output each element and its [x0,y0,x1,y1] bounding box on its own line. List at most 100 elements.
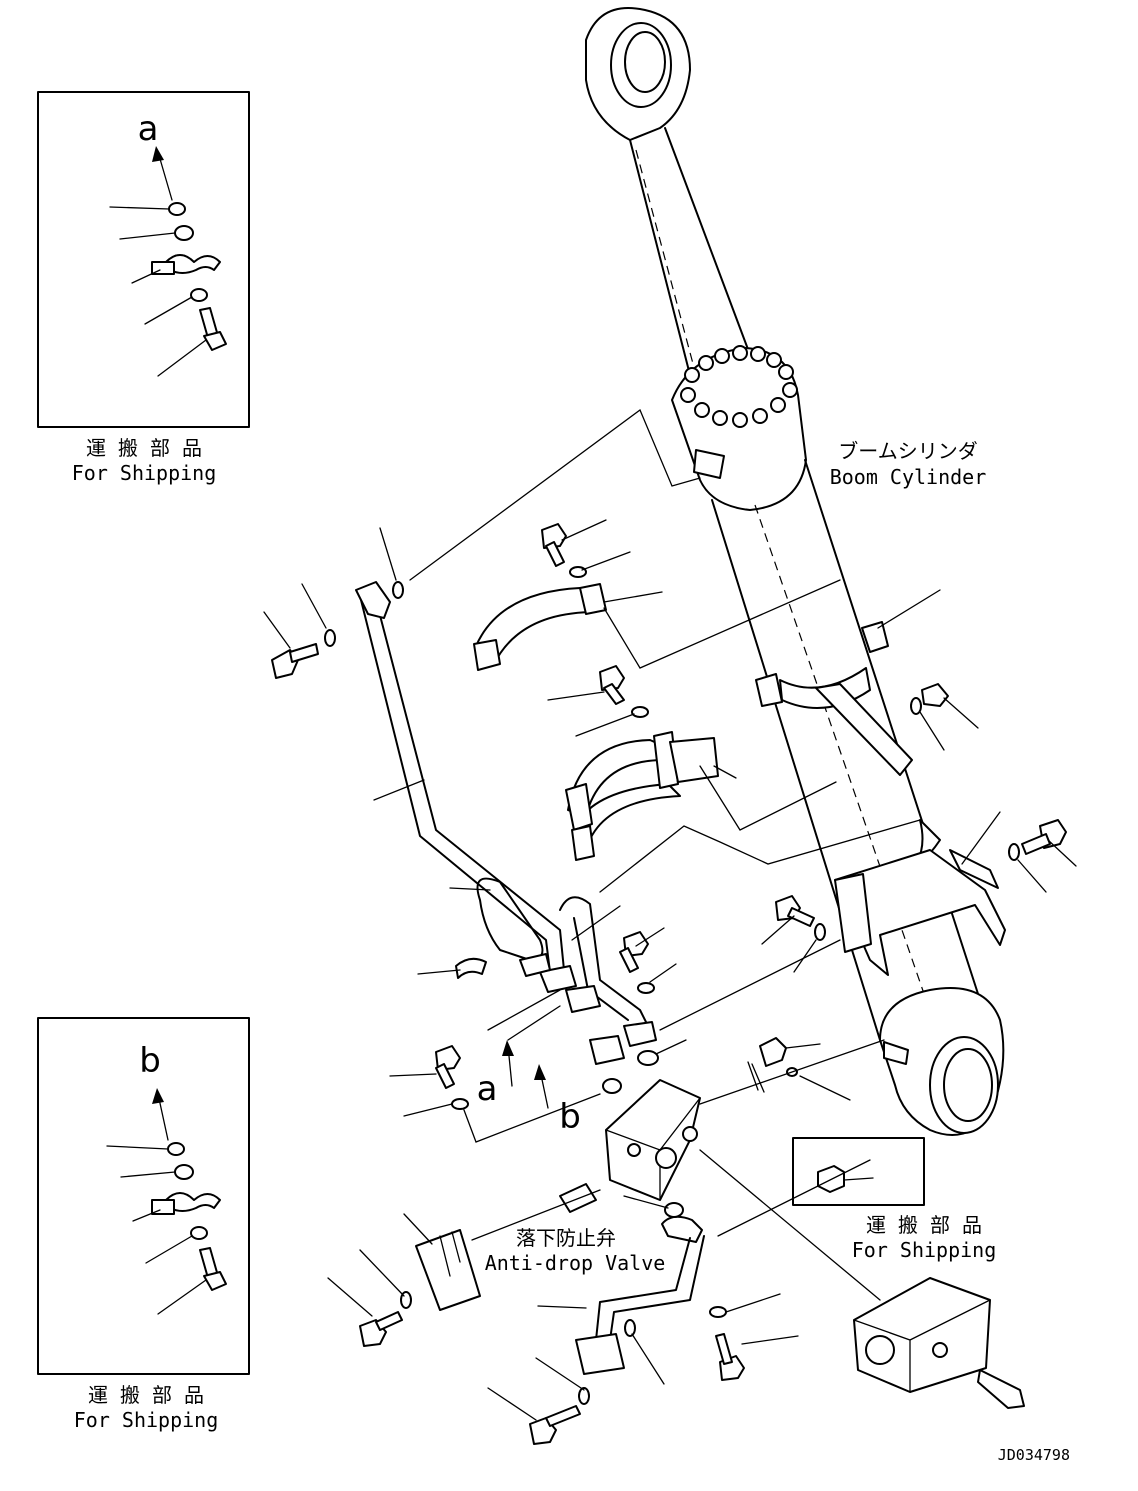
head-bolt [712,410,728,426]
washer-icon [631,706,649,718]
bottom-eye-bore-inner [943,1048,993,1122]
valve-port [627,1143,641,1157]
bolt-shank [715,1333,733,1365]
elbow-fitting [455,957,487,979]
leader-line [631,1333,665,1385]
inset-b-arrowhead [152,1088,164,1104]
head-bolt [694,402,710,418]
head-bolt [698,355,714,371]
valve-assembly-bolt [977,1369,1025,1409]
inset-c-caption-jp: 運 搬 部 品 [866,1213,982,1237]
valve-assembly-port [865,1335,895,1365]
clamp-ear [571,825,595,861]
leader-line [603,591,663,603]
leader-line [145,1235,193,1264]
leader-line [535,1357,585,1391]
long-pipe [355,581,577,993]
view-arrowhead [502,1040,514,1056]
washer-icon [637,982,655,994]
leader-line [417,969,461,975]
clamp-ear [579,583,607,615]
washer-icon [910,697,922,715]
leader-line [487,1387,537,1421]
head-bolt [770,397,786,413]
bolt-shank [1021,833,1051,855]
leader-line [132,1209,161,1222]
hose-loop-right [559,896,657,1065]
leader-line [751,1063,765,1093]
head-bolt [732,412,748,428]
bolt-icon [203,331,227,351]
o-ring-icon [167,1142,185,1156]
nut-icon [174,225,194,241]
o-ring-icon [602,1078,622,1094]
leader-line [761,915,795,945]
leader-line [713,765,737,779]
bolt-shank [289,643,319,663]
valve-assembly-port [932,1342,948,1358]
leader-lines [263,519,1077,1421]
bolt-shank [375,1311,403,1331]
washer-icon [190,1226,208,1240]
head-bolt [732,345,748,361]
bracket-plate [834,849,1006,976]
inset-b-caption-jp: 運 搬 部 品 [88,1383,204,1407]
boom-cylinder [585,7,1005,1136]
clamp-ear [861,621,889,653]
leader-line [623,1195,669,1209]
rod-eye-bore-inner [624,31,666,93]
connector-lines [409,408,921,1301]
leader-line [301,583,327,629]
boom-cylinder-label-en: Boom Cylinder [830,465,987,489]
connector-line [699,1039,885,1105]
upper-cylinder-clamp [755,621,913,776]
pin-icon [747,1061,759,1091]
connector-line [471,1189,601,1241]
head-bolt [680,387,696,403]
valve-port [682,1126,698,1142]
hose-fitting [565,985,601,1013]
leader-line [120,1171,176,1178]
leader-line [741,1335,799,1345]
leader-line [581,551,631,571]
nut-icon [921,683,949,707]
inset-a: a [37,91,250,428]
boom-cylinder-label-jp: ブームシリンダ [838,439,977,463]
leader-line [449,887,491,891]
leader-line [943,697,979,729]
leader-line [725,1293,781,1313]
anti-drop-valve-label-jp: 落下防止弁 [516,1226,616,1250]
hose-fitting [519,953,551,977]
bolt-shank [435,1063,455,1089]
view-arrowhead [534,1064,546,1080]
leader-line [649,963,677,983]
hose-fitting [623,1021,657,1047]
valve-assembly [853,1277,1025,1409]
washer-icon [578,1387,590,1405]
washer-icon [324,629,336,647]
inset-a-letter: a [138,109,159,149]
head-bolt [714,348,730,364]
leader-line [571,905,621,941]
inset-a-caption-en: For Shipping [72,461,217,485]
leader-line [389,1073,437,1077]
pipe-flange-bottom [539,965,577,993]
leader-line [157,1279,207,1315]
cylinder-tube [711,459,981,1041]
bolt-shank [787,907,815,927]
connector-line [699,1149,881,1301]
inset-b: b [37,1017,250,1375]
tube-centerline [754,504,941,1041]
bracket-detail [439,1231,461,1277]
elbow-fitting [759,1037,787,1067]
clamp-ear [755,673,783,707]
half-clamp-top [473,583,607,671]
connector-line [659,939,841,1031]
washer-icon [190,288,208,302]
leader-line [961,811,1001,865]
rod-centerline [635,149,701,391]
connector-line [487,989,561,1041]
view-arrow-a-letter: a [477,1069,498,1109]
leader-line [403,1103,453,1117]
